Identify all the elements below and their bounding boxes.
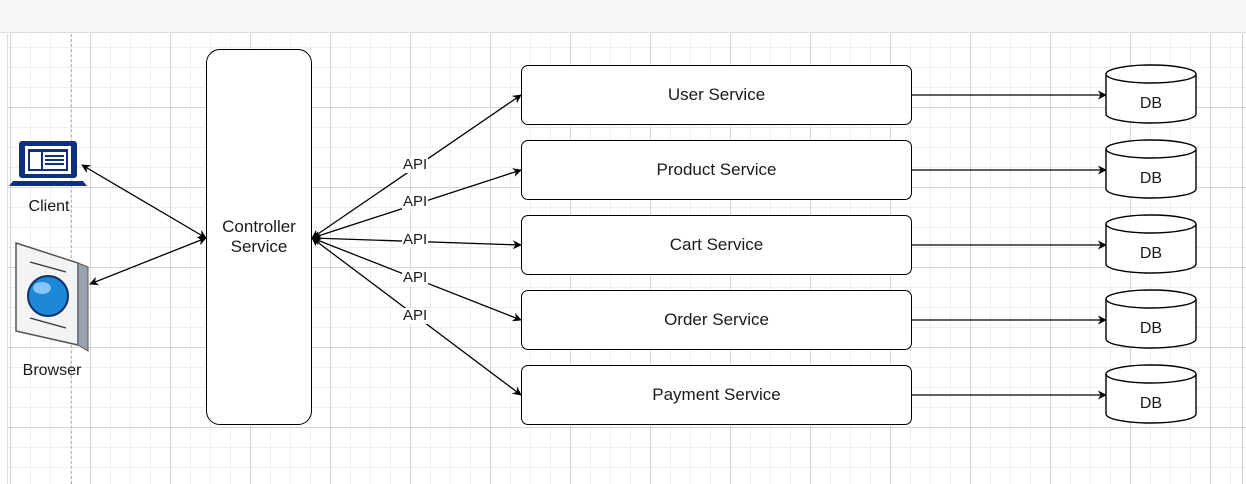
laptop-icon[interactable] <box>9 141 87 186</box>
api-label-cart: API <box>402 231 429 248</box>
db-label-cart: DB <box>1139 245 1163 262</box>
service-label: Order Service <box>664 310 769 329</box>
db-cylinder-cart[interactable] <box>1105 214 1197 274</box>
controller-label-line2: Service <box>230 237 288 256</box>
browser-label: Browser <box>22 362 82 379</box>
service-label: Cart Service <box>669 235 764 254</box>
api-label-user: API <box>402 156 429 173</box>
client-label: Client <box>28 198 70 215</box>
browser-globe-icon[interactable] <box>15 241 89 352</box>
service-label: User Service <box>667 85 766 104</box>
service-box-product[interactable]: Product Service <box>521 140 912 200</box>
page-boundary-guide <box>71 34 72 484</box>
api-label-product: API <box>402 193 429 210</box>
service-box-payment[interactable]: Payment Service <box>521 365 912 425</box>
client-controller-connector[interactable] <box>81 164 207 239</box>
db-cylinder-user[interactable] <box>1105 64 1197 124</box>
db-cylinder-order[interactable] <box>1105 289 1197 349</box>
toolbar <box>0 0 1246 33</box>
service-box-user[interactable]: User Service <box>521 65 912 125</box>
service-label: Payment Service <box>652 385 781 404</box>
db-cylinder-payment[interactable] <box>1105 364 1197 424</box>
db-cylinder-product[interactable] <box>1105 139 1197 199</box>
page-right-boundary <box>1242 34 1243 484</box>
browser-controller-connector[interactable] <box>89 236 207 286</box>
db-label-user: DB <box>1139 95 1163 112</box>
controller-service-box[interactable]: Controller Service <box>206 49 312 425</box>
controller-label-line1: Controller <box>222 217 296 236</box>
service-label: Product Service <box>656 160 777 179</box>
service-box-order[interactable]: Order Service <box>521 290 912 350</box>
service-box-cart[interactable]: Cart Service <box>521 215 912 275</box>
api-label-order: API <box>402 269 429 286</box>
api-label-payment: API <box>402 307 429 324</box>
db-label-order: DB <box>1139 320 1163 337</box>
controller-label: Controller Service <box>222 217 296 257</box>
db-label-product: DB <box>1139 170 1163 187</box>
db-label-payment: DB <box>1139 395 1163 412</box>
